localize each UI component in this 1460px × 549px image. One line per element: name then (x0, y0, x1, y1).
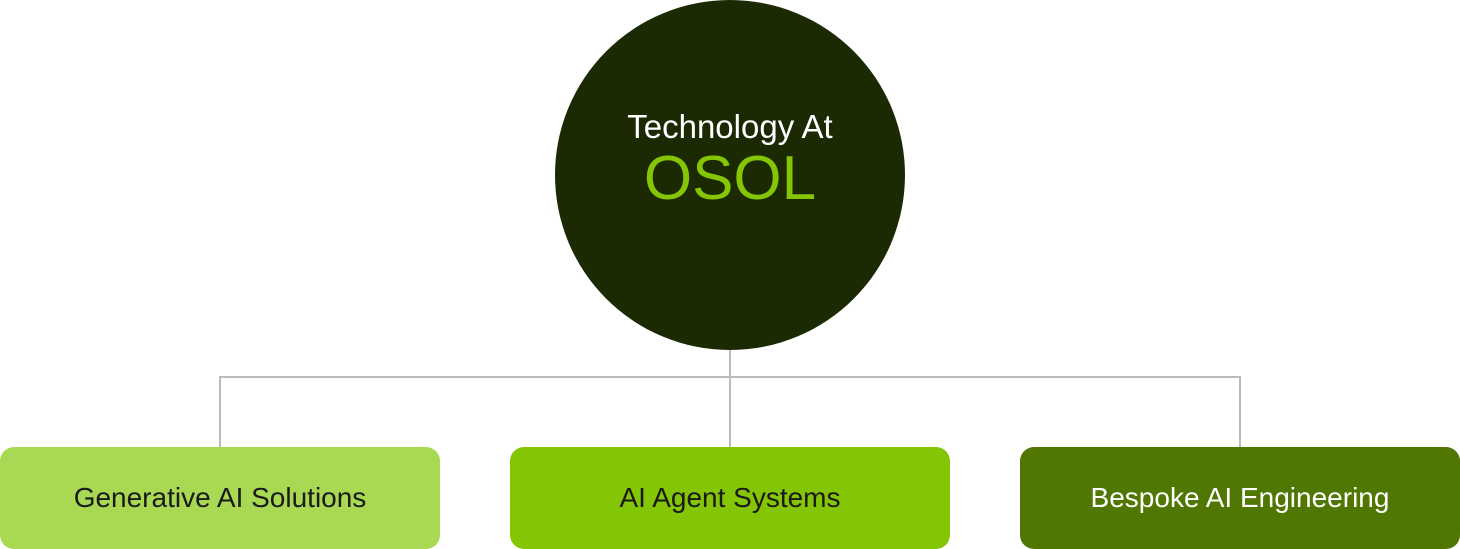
center-title: Technology At (627, 108, 833, 145)
branch-label: Generative AI Solutions (73, 482, 367, 513)
branch-bespoke-ai-engineering: Bespoke AI Engineering (1020, 447, 1460, 549)
connector-right (1239, 376, 1241, 447)
branch-label: Bespoke AI Engineering (1090, 482, 1390, 513)
branch-generative-ai: Generative AI Solutions (0, 447, 440, 549)
branch-label: AI Agent Systems (619, 482, 841, 513)
center-brand: OSOL (643, 144, 817, 213)
center-node: Technology At OSOL (555, 0, 905, 350)
branch-ai-agent-systems: AI Agent Systems (510, 447, 950, 549)
connector-horizontal (219, 376, 1241, 378)
connector-trunk (729, 350, 731, 447)
connector-left (219, 376, 221, 447)
